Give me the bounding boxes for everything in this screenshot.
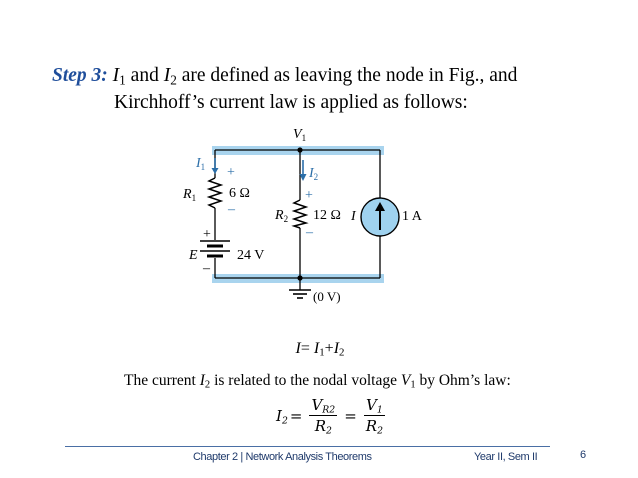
battery-plus: + <box>203 227 211 242</box>
step-line-2: Kirchhoff’s current law is applied as fo… <box>114 92 468 113</box>
r2-label: R2 <box>274 208 288 224</box>
circuit-diagram: V1 I1 I2 + R1 6 Ω – + R2 12 Ω – I 1 A + … <box>182 127 423 304</box>
r1-resistor <box>206 177 224 209</box>
step-line-1: Step 3: I1 and I2 are defined as leaving… <box>52 65 518 88</box>
r1-label: R1 <box>182 187 196 203</box>
battery-minus: – <box>202 261 211 276</box>
footer-year: Year II, Sem II <box>474 451 538 463</box>
eq2-lhs: I2 <box>276 406 288 426</box>
footer-chapter: Chapter 2 | Network Analysis Theorems <box>193 451 372 463</box>
ohm-law-text: The current I2 is related to the nodal v… <box>124 372 511 391</box>
i1-arrow-icon <box>211 158 219 174</box>
r1-plus: + <box>227 165 235 180</box>
r1-minus: – <box>227 202 236 217</box>
current-source-arrow-icon <box>375 202 385 230</box>
step-paragraph: Step 3: I1 and I2 are defined as leaving… <box>52 62 612 116</box>
node-dot-bottom <box>297 275 303 281</box>
fraction-vr2-over-r2: VR2 R2 <box>309 396 338 437</box>
r2-minus: – <box>305 225 314 240</box>
r2-value: 12 Ω <box>313 208 341 223</box>
i2-arrow-icon <box>299 160 307 181</box>
battery-e-label: E <box>188 248 198 263</box>
i1-symbol: I1 <box>112 65 126 88</box>
ground-label: (0 V) <box>313 289 341 304</box>
footer-divider <box>65 446 550 447</box>
r1-value: 6 Ω <box>229 186 250 201</box>
step-label: Step 3: <box>52 65 108 86</box>
battery-value: 24 V <box>237 248 264 263</box>
fraction-v1-over-r2: V1 R2 <box>364 396 385 437</box>
current-source-label: I <box>350 209 357 224</box>
node-voltage-label: V1 <box>293 127 306 143</box>
i2-label: I2 <box>308 166 318 182</box>
battery-e <box>200 240 230 258</box>
i2-symbol: I2 <box>163 65 177 88</box>
ohm-law-equation: I2 = VR2 R2 = V1 R2 <box>276 396 385 437</box>
r2-plus: + <box>305 188 313 203</box>
ground-icon <box>289 289 311 299</box>
page-number: 6 <box>580 449 587 461</box>
i1-label: I1 <box>195 156 205 172</box>
current-source-value: 1 A <box>402 209 423 224</box>
node-dot-top <box>297 147 303 153</box>
r2-resistor <box>291 199 309 229</box>
kcl-equation: I= I1+I2 <box>295 340 345 359</box>
